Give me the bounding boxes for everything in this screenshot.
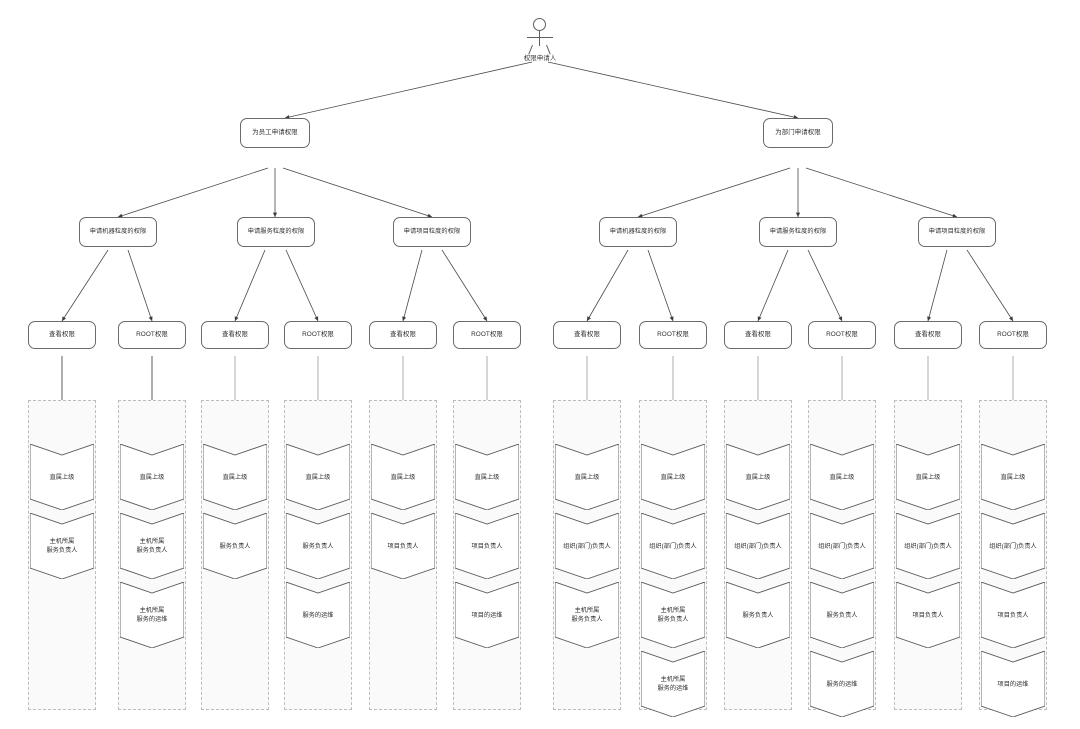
approver-label: 直属上级 [915, 473, 941, 481]
approver-label: 组织(部门)负责人 [904, 542, 952, 550]
node-permission-root-col10[interactable]: ROOT权限 [808, 321, 876, 349]
actor-arms [527, 37, 553, 38]
approver-step-col10-4[interactable]: 服务的运维 [810, 651, 874, 717]
node-permission-view-col1[interactable]: 查看权限 [28, 321, 96, 349]
node-permission-view-col9[interactable]: 查看权限 [724, 321, 792, 349]
approver-step-col12-3[interactable]: 项目负责人 [981, 582, 1045, 648]
approver-step-col8-3[interactable]: 主机所属服务负责人 [641, 582, 705, 648]
approver-step-col1-2[interactable]: 主机所属服务负责人 [30, 513, 94, 579]
approver-label: 直属上级 [474, 473, 500, 481]
approver-label: 直属上级 [1000, 473, 1026, 481]
node-permission-root-col8[interactable]: ROOT权限 [639, 321, 707, 349]
approver-step-col8-2[interactable]: 组织(部门)负责人 [641, 513, 705, 579]
actor-label: 权限申请人 [523, 55, 557, 62]
approver-label: 主机所属服务负责人 [136, 538, 168, 554]
approver-label: 主机所属服务负责人 [46, 538, 78, 554]
actor-leg-right [546, 44, 551, 55]
approver-label: 主机所属服务负责人 [571, 607, 603, 623]
approver-label: 项目的运维 [997, 680, 1029, 688]
approver-step-col9-2[interactable]: 组织(部门)负责人 [726, 513, 790, 579]
approver-step-col7-3[interactable]: 主机所属服务负责人 [555, 582, 619, 648]
approver-label: 服务负责人 [742, 611, 774, 619]
approver-label: 主机所属服务负责人 [657, 607, 689, 623]
approver-step-col4-1[interactable]: 直属上级 [286, 444, 350, 510]
node-emp-service-granularity[interactable]: 申请服务粒度的权限 [237, 217, 315, 247]
approver-label: 直属上级 [222, 473, 248, 481]
node-permission-view-col5[interactable]: 查看权限 [369, 321, 437, 349]
approver-label: 项目负责人 [997, 611, 1029, 619]
approver-label: 服务的运维 [302, 611, 334, 619]
approver-step-col10-1[interactable]: 直属上级 [810, 444, 874, 510]
approver-step-col2-1[interactable]: 直属上级 [120, 444, 184, 510]
actor-body [539, 31, 540, 46]
approver-label: 服务负责人 [219, 542, 251, 550]
approver-label: 服务负责人 [302, 542, 334, 550]
actor-head-icon [533, 18, 546, 31]
approver-step-col6-1[interactable]: 直属上级 [455, 444, 519, 510]
approver-step-col3-1[interactable]: 直属上级 [203, 444, 267, 510]
approver-step-col9-3[interactable]: 服务负责人 [726, 582, 790, 648]
approver-label: 服务的运维 [826, 680, 858, 688]
node-dept-service-granularity[interactable]: 申请服务粒度的权限 [759, 217, 837, 247]
approver-label: 项目的运维 [471, 611, 503, 619]
approver-step-col7-1[interactable]: 直属上级 [555, 444, 619, 510]
approver-step-col4-2[interactable]: 服务负责人 [286, 513, 350, 579]
approver-label: 组织(部门)负责人 [649, 542, 697, 550]
node-permission-root-col12[interactable]: ROOT权限 [979, 321, 1047, 349]
approver-step-col8-1[interactable]: 直属上级 [641, 444, 705, 510]
approver-label: 直属上级 [390, 473, 416, 481]
approver-step-col11-1[interactable]: 直属上级 [896, 444, 960, 510]
approver-step-col7-2[interactable]: 组织(部门)负责人 [555, 513, 619, 579]
node-permission-view-col3[interactable]: 查看权限 [201, 321, 269, 349]
approver-step-col10-2[interactable]: 组织(部门)负责人 [810, 513, 874, 579]
approver-step-col8-4[interactable]: 主机所属服务的运维 [641, 651, 705, 717]
approver-step-col11-3[interactable]: 项目负责人 [896, 582, 960, 648]
approver-label: 组织(部门)负责人 [734, 542, 782, 550]
approver-step-col1-1[interactable]: 直属上级 [30, 444, 94, 510]
node-apply-for-department[interactable]: 为部门申请权限 [763, 118, 833, 148]
node-permission-root-col6[interactable]: ROOT权限 [453, 321, 521, 349]
approver-label: 服务负责人 [826, 611, 858, 619]
node-permission-view-col11[interactable]: 查看权限 [894, 321, 962, 349]
node-apply-for-employee[interactable]: 为员工申请权限 [240, 118, 310, 148]
approver-label: 项目负责人 [471, 542, 503, 550]
actor-permission-applicant: 权限申请人 [520, 18, 560, 62]
approver-step-col5-1[interactable]: 直属上级 [371, 444, 435, 510]
node-permission-root-col4[interactable]: ROOT权限 [284, 321, 352, 349]
approver-step-col3-2[interactable]: 服务负责人 [203, 513, 267, 579]
node-permission-view-col7[interactable]: 查看权限 [553, 321, 621, 349]
approver-label: 直属上级 [829, 473, 855, 481]
approver-label: 组织(部门)负责人 [989, 542, 1037, 550]
approver-step-col6-3[interactable]: 项目的运维 [455, 582, 519, 648]
node-emp-host-granularity[interactable]: 申请机器粒度的权限 [79, 217, 157, 247]
approver-label: 组织(部门)负责人 [563, 542, 611, 550]
approver-label: 主机所属服务的运维 [136, 607, 168, 623]
approver-label: 直属上级 [745, 473, 771, 481]
approver-step-col2-2[interactable]: 主机所属服务负责人 [120, 513, 184, 579]
approver-step-col12-2[interactable]: 组织(部门)负责人 [981, 513, 1045, 579]
approver-label: 直属上级 [139, 473, 165, 481]
approver-label: 主机所属服务的运维 [657, 676, 689, 692]
node-dept-project-granularity[interactable]: 申请项目粒度的权限 [918, 217, 996, 247]
approver-step-col10-3[interactable]: 服务负责人 [810, 582, 874, 648]
approver-label: 直属上级 [574, 473, 600, 481]
approver-step-col5-2[interactable]: 项目负责人 [371, 513, 435, 579]
approver-label: 直属上级 [660, 473, 686, 481]
approver-step-col12-4[interactable]: 项目的运维 [981, 651, 1045, 717]
approver-step-col6-2[interactable]: 项目负责人 [455, 513, 519, 579]
approver-step-col9-1[interactable]: 直属上级 [726, 444, 790, 510]
node-permission-root-col2[interactable]: ROOT权限 [118, 321, 186, 349]
node-emp-project-granularity[interactable]: 申请项目粒度的权限 [393, 217, 471, 247]
approver-label: 组织(部门)负责人 [818, 542, 866, 550]
approver-label: 直属上级 [305, 473, 331, 481]
actor-leg-left [528, 44, 533, 55]
approver-step-col11-2[interactable]: 组织(部门)负责人 [896, 513, 960, 579]
approver-step-col12-1[interactable]: 直属上级 [981, 444, 1045, 510]
approver-label: 项目负责人 [912, 611, 944, 619]
approver-step-col4-3[interactable]: 服务的运维 [286, 582, 350, 648]
approver-label: 项目负责人 [387, 542, 419, 550]
approver-step-col2-3[interactable]: 主机所属服务的运维 [120, 582, 184, 648]
approver-label: 直属上级 [49, 473, 75, 481]
node-dept-host-granularity[interactable]: 申请机器粒度的权限 [599, 217, 677, 247]
